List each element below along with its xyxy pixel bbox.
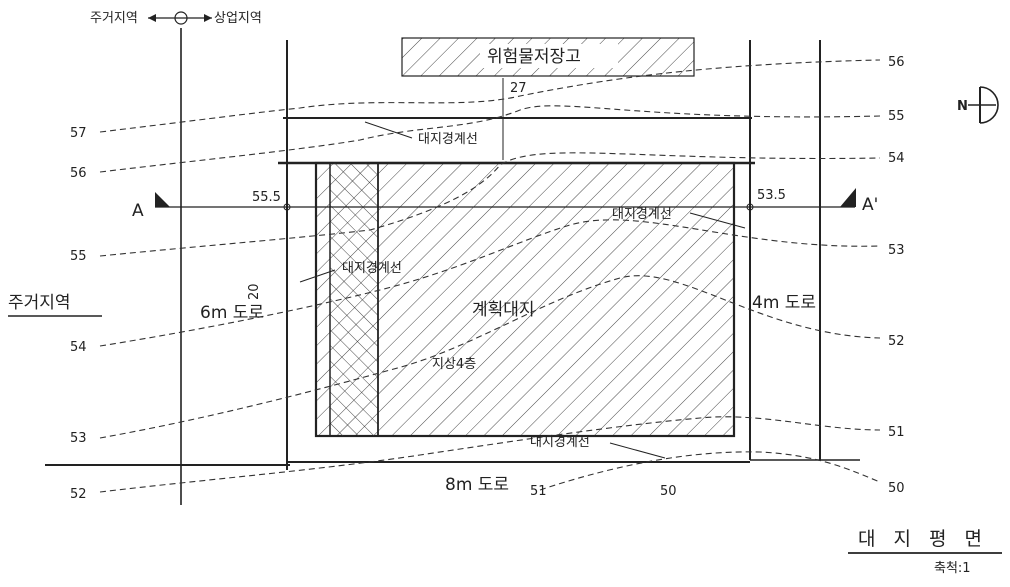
contour-line-53-52 <box>99 275 881 439</box>
level-point-right <box>746 203 754 211</box>
contour-left-label: 56 <box>70 166 87 181</box>
zone-legend: 주거지역 상업지역 <box>90 11 262 26</box>
crosshair-icon <box>174 11 188 25</box>
contour-line-52-51 <box>99 416 881 493</box>
zone-legend-left: 주거지역 <box>90 11 138 26</box>
callout-line-right <box>689 212 746 229</box>
road-left-label: 6m 도로 <box>200 303 264 323</box>
contour-labels-right: 56 55 54 53 52 51 50 <box>888 55 905 496</box>
section-marker-left-icon <box>155 192 170 207</box>
arrow-left-icon <box>148 14 156 22</box>
contour-right-label: 55 <box>888 109 905 124</box>
dimension-top: 27 <box>510 81 527 96</box>
contour-right-label: 56 <box>888 55 905 70</box>
road-bottom-label: 8m 도로 <box>445 475 509 495</box>
zone-legend-right: 상업지역 <box>214 11 262 26</box>
contour-left-label: 54 <box>70 340 87 355</box>
section-marker-right-icon <box>840 188 856 207</box>
contour-left-label: 57 <box>70 126 87 141</box>
contour-inner-50: 50 <box>660 484 677 499</box>
drawing-scale: 축척:1 <box>934 561 971 576</box>
level-point-left <box>283 203 291 211</box>
contour-right-label: 53 <box>888 243 905 258</box>
section-a-label: A <box>132 201 144 221</box>
planned-site-area <box>314 161 736 438</box>
level-right: 53.5 <box>757 188 786 203</box>
level-left: 55.5 <box>252 190 281 205</box>
contour-right-label: 50 <box>888 481 905 496</box>
contour-left-label: 52 <box>70 487 87 502</box>
contour-inner-51: 51 <box>530 484 547 499</box>
boundary-label-bottom: 대지경계선 <box>530 435 590 450</box>
callout-line-bottom <box>609 442 666 459</box>
planned-site-label: 계획대지 <box>472 300 535 320</box>
contour-lines <box>99 59 881 493</box>
boundary-label-right: 대지경계선 <box>612 207 672 222</box>
north-arrow-icon: N <box>957 86 999 124</box>
contour-right-label: 51 <box>888 425 905 440</box>
contour-right-label: 52 <box>888 334 905 349</box>
arrow-right-icon <box>204 14 212 22</box>
road-right-label: 4m 도로 <box>752 293 816 313</box>
svg-text:N: N <box>957 99 968 114</box>
dimension-side: 20 <box>247 283 262 300</box>
contour-line-55-54 <box>99 152 881 257</box>
contour-line-57-56 <box>99 59 881 133</box>
contour-line-54-53 <box>99 219 881 347</box>
boundary-label-left: 대지경계선 <box>342 261 402 276</box>
hazard-storage-label: 위험물저장고 <box>487 47 581 67</box>
callout-line-left <box>299 269 336 283</box>
callout-line-top <box>364 121 413 139</box>
contour-labels-left: 57 56 55 54 53 52 <box>70 126 87 502</box>
hazard-storage-label-bg <box>480 44 618 68</box>
drawing-title: 대 지 평 면 <box>858 528 988 550</box>
residential-zone-label: 주거지역 <box>8 293 71 313</box>
floors-note: 지상4층 <box>432 357 476 372</box>
planned-site-strip <box>330 163 378 436</box>
contour-left-label: 55 <box>70 249 87 264</box>
section-a-prime-label: A' <box>862 195 878 215</box>
contour-right-label: 54 <box>888 151 905 166</box>
contour-left-label: 53 <box>70 431 87 446</box>
boundary-label-top: 대지경계선 <box>418 132 478 147</box>
contour-line-50 <box>539 451 881 491</box>
contour-line-56-55 <box>99 105 881 173</box>
